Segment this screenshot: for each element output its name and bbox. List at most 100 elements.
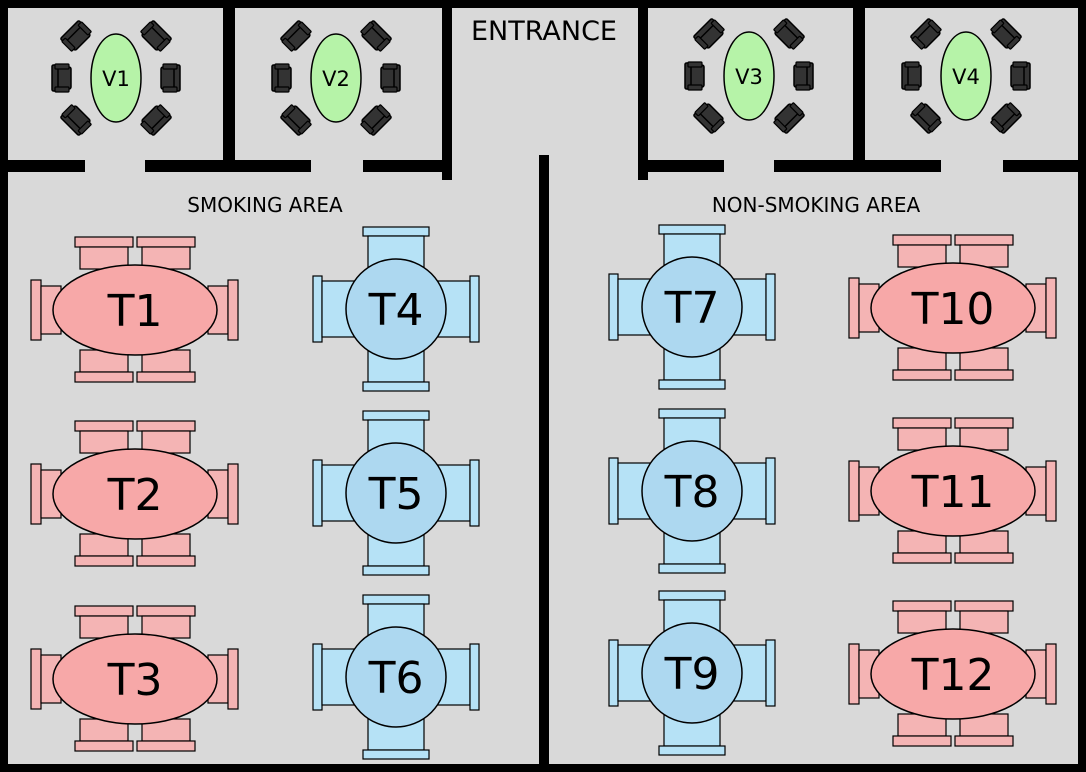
chair-part — [954, 735, 1014, 747]
table-t6[interactable]: T6 — [312, 594, 480, 760]
table-label: T8 — [664, 467, 720, 518]
vip-chair — [140, 104, 172, 136]
chair-part — [74, 371, 134, 383]
chair-part — [658, 745, 726, 756]
table-t1[interactable]: T1 — [30, 236, 239, 383]
chair-part — [469, 275, 480, 343]
vip-chair — [51, 63, 72, 93]
table-top — [52, 633, 218, 725]
table-label: T1 — [107, 286, 163, 337]
chair-part — [892, 234, 952, 246]
chair-part — [954, 552, 1014, 564]
wall — [8, 160, 85, 172]
chair — [954, 417, 1014, 451]
chair — [136, 420, 196, 454]
chair — [954, 234, 1014, 268]
vip-chair — [793, 61, 814, 91]
vip-table-top — [723, 31, 775, 121]
chair — [74, 236, 134, 270]
chair-part — [227, 648, 239, 710]
table-t8[interactable]: T8 — [608, 408, 776, 574]
table-t2[interactable]: T2 — [30, 420, 239, 567]
vip-chair — [271, 63, 292, 93]
table-t7[interactable]: T7 — [608, 224, 776, 390]
chair-part — [227, 463, 239, 525]
vip-table-v2[interactable]: V2 — [271, 20, 401, 137]
vip-table-label: V2 — [322, 67, 350, 91]
chair-part — [1045, 460, 1057, 522]
chair-part — [848, 643, 860, 705]
table-t11[interactable]: T11 — [848, 417, 1057, 564]
chair-part — [892, 417, 952, 429]
table-label: T12 — [911, 650, 995, 701]
chair-part — [362, 749, 430, 760]
chair-part — [848, 460, 860, 522]
chair-part — [608, 639, 619, 707]
wall — [774, 160, 941, 172]
chair-part — [954, 234, 1014, 246]
chair — [954, 530, 1014, 564]
vip-chair — [910, 102, 942, 134]
vip-chair — [60, 20, 92, 52]
table-t9[interactable]: T9 — [608, 590, 776, 756]
table-t5[interactable]: T5 — [312, 410, 480, 576]
chair-part — [954, 369, 1014, 381]
smoking-area-label: SMOKING AREA — [187, 193, 343, 217]
chair-part — [74, 420, 134, 432]
chair-part — [227, 279, 239, 341]
table-t4[interactable]: T4 — [312, 226, 480, 392]
table-t12[interactable]: T12 — [848, 600, 1057, 747]
chair-part — [136, 236, 196, 248]
wall — [442, 8, 452, 180]
vip-chair — [140, 20, 172, 52]
table-top — [52, 264, 218, 356]
chair — [136, 605, 196, 639]
table-label: T6 — [368, 653, 424, 704]
chair-part — [954, 600, 1014, 612]
wall — [145, 160, 311, 172]
vip-table-top — [310, 33, 362, 123]
chair-part — [892, 600, 952, 612]
chair-part — [30, 463, 42, 525]
chair-part — [892, 552, 952, 564]
vip-chair — [380, 63, 401, 93]
chair-part — [312, 459, 323, 527]
chair-part — [362, 594, 430, 605]
chair — [954, 600, 1014, 634]
vip-chair — [990, 18, 1022, 50]
chair-part — [848, 277, 860, 339]
table-label: T10 — [911, 284, 995, 335]
vip-table-v3[interactable]: V3 — [684, 18, 814, 135]
table-t3[interactable]: T3 — [30, 605, 239, 752]
vip-table-top — [90, 33, 142, 123]
chair-part — [1045, 277, 1057, 339]
vip-chair — [693, 102, 725, 134]
chair-part — [136, 605, 196, 617]
vip-chair — [990, 102, 1022, 134]
table-label: T3 — [107, 655, 163, 706]
wall — [853, 8, 865, 160]
vip-table-label: V4 — [952, 65, 980, 89]
chair — [136, 236, 196, 270]
table-label: T4 — [368, 285, 424, 336]
chair-part — [954, 417, 1014, 429]
vip-table-label: V1 — [102, 67, 130, 91]
table-t10[interactable]: T10 — [848, 234, 1057, 381]
vip-chair — [160, 63, 181, 93]
vip-table-v1[interactable]: V1 — [51, 20, 181, 137]
chair-part — [469, 459, 480, 527]
chair-part — [765, 457, 776, 525]
chair-part — [608, 273, 619, 341]
vip-chair — [280, 104, 312, 136]
chair-part — [658, 224, 726, 235]
chair-part — [362, 410, 430, 421]
chair — [892, 234, 952, 268]
chair-part — [765, 273, 776, 341]
chair-part — [362, 565, 430, 576]
table-top — [345, 626, 447, 728]
vip-table-top — [940, 31, 992, 121]
vip-table-v4[interactable]: V4 — [901, 18, 1031, 135]
